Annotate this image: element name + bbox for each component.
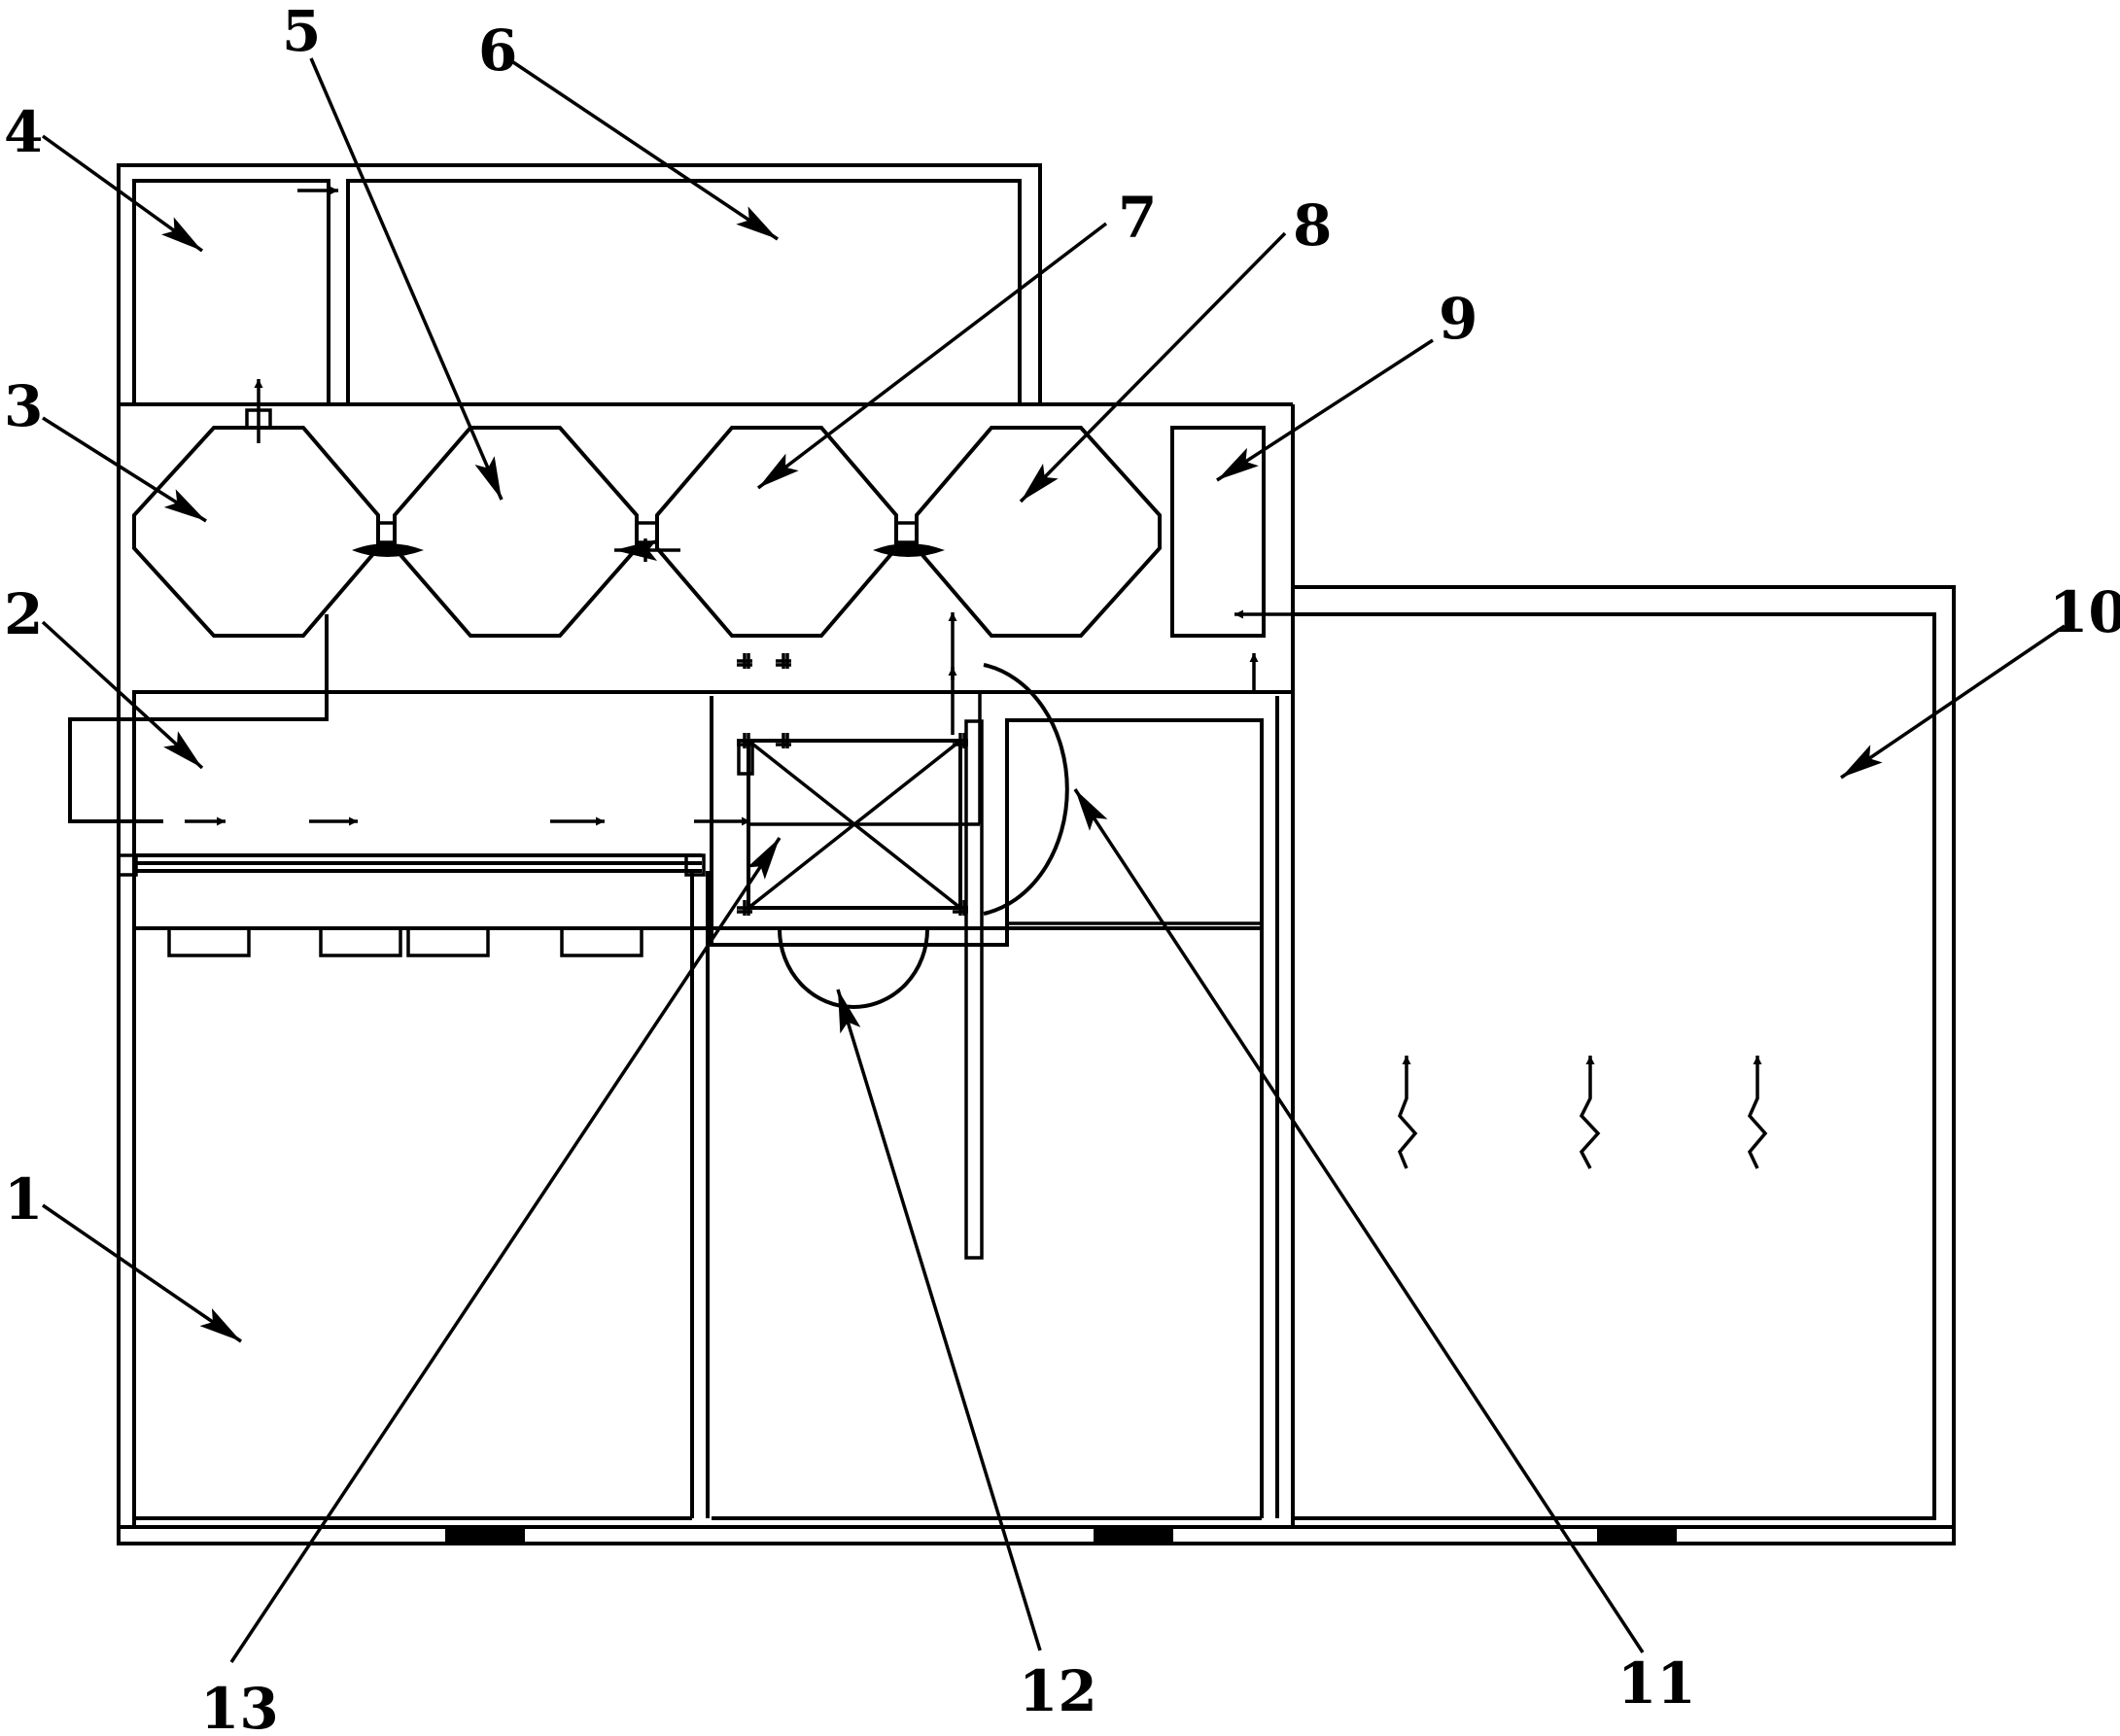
callout-11: 11 (1617, 1650, 1696, 1717)
heat-arrow-3 (1747, 1056, 1768, 1169)
heater-block-1 (167, 926, 251, 957)
callout-7: 7 (1118, 185, 1157, 251)
component-11 (964, 663, 1262, 1260)
connector-7-8 (894, 521, 919, 544)
leader-8 (1019, 231, 1287, 503)
foot-block-left (445, 1527, 525, 1544)
callout-2: 2 (4, 581, 43, 647)
leader-12 (836, 989, 1042, 1651)
callout-5: 5 (282, 0, 321, 64)
bolts (737, 653, 968, 916)
vessel-3 (132, 426, 380, 638)
heater-block-4 (560, 926, 643, 957)
leader-5 (309, 57, 504, 501)
callout-9: 9 (1439, 286, 1477, 352)
octagonal-vessels (132, 379, 1162, 638)
channel-2 (68, 614, 1293, 957)
vessel-8 (915, 426, 1162, 638)
vessel-5 (393, 426, 639, 638)
leader-1 (42, 1203, 242, 1343)
heater-block-3 (406, 926, 490, 957)
leader-3 (42, 416, 207, 523)
callout-3: 3 (4, 373, 43, 439)
leader-13 (229, 837, 782, 1663)
chamber-9 (1170, 426, 1266, 638)
vessel-7 (655, 426, 898, 638)
leader-4 (41, 134, 204, 253)
top-left-chamber (132, 179, 330, 406)
heat-arrow-1 (1397, 1056, 1418, 1169)
heater-block-2 (319, 926, 402, 957)
exchanger-13 (710, 612, 1279, 1520)
foot-block-middle (1094, 1527, 1173, 1544)
double-arrow-3-5 (352, 543, 424, 557)
leader-6 (506, 56, 779, 241)
base-plate (117, 1525, 1956, 1545)
foot-block-right (1597, 1527, 1677, 1544)
leader-9 (1216, 338, 1434, 482)
callout-numbers: 1 2 3 4 5 6 7 8 9 10 11 12 13 (4, 0, 2120, 1736)
leader-lines (41, 56, 2066, 1663)
component-12 (778, 928, 929, 1009)
double-arrow-7-8 (873, 543, 945, 557)
callout-1: 1 (4, 1166, 43, 1233)
leader-7 (756, 222, 1108, 490)
callout-10: 10 (2049, 579, 2120, 645)
leader-11 (1073, 788, 1645, 1653)
leader-2 (41, 620, 204, 770)
connector-3-5 (376, 521, 397, 544)
heat-arrow-2 (1579, 1056, 1601, 1169)
callout-8: 8 (1293, 192, 1332, 259)
leader-10 (1840, 624, 2066, 780)
callout-13: 13 (200, 1676, 279, 1736)
callout-4: 4 (4, 99, 43, 165)
callout-6: 6 (478, 17, 517, 84)
chamber-1 (134, 871, 710, 1520)
callout-12: 12 (1019, 1658, 1097, 1724)
right-chamber-10 (1234, 585, 1956, 1527)
